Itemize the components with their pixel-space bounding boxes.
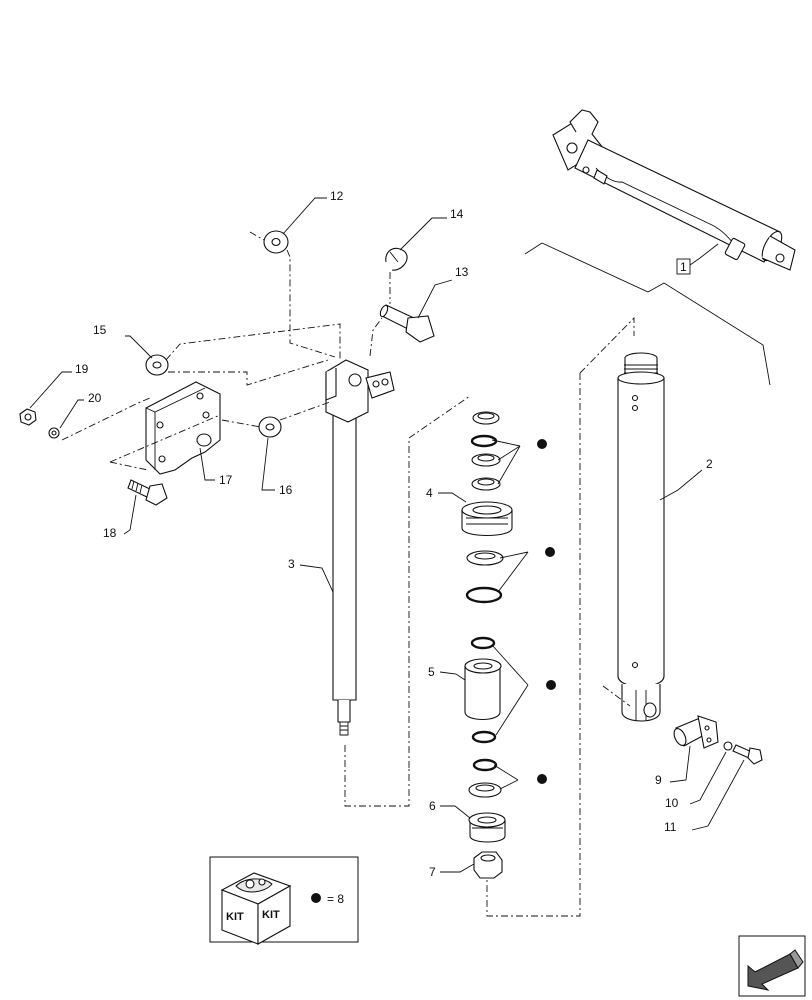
spring-clip-14	[385, 247, 408, 271]
cylinder-barrel	[617, 352, 665, 722]
washer-15	[145, 354, 169, 376]
washer-10	[723, 741, 733, 751]
kit-dot-2	[545, 547, 555, 557]
callout-2: 2	[706, 457, 713, 471]
callout-20: 20	[88, 391, 102, 405]
washer-20	[48, 427, 60, 439]
kit-dot-4	[537, 774, 547, 784]
o-ring-large	[465, 586, 503, 604]
callout-18: 18	[103, 526, 117, 540]
next-page-arrow-icon	[747, 949, 804, 991]
o-ring-lower	[472, 758, 498, 772]
assembled-cylinder	[552, 109, 796, 271]
seal-ring-d	[468, 782, 502, 798]
callout-13: 13	[455, 265, 469, 279]
kit-dot-1	[537, 439, 547, 449]
callout-7: 7	[429, 865, 436, 879]
callout-10: 10	[665, 796, 679, 810]
callout-16: 16	[279, 483, 293, 497]
kit-box-icon: KIT KIT	[220, 872, 292, 945]
callout-9: 9	[655, 773, 662, 787]
piston-5	[464, 658, 502, 721]
kit-legend: KIT KIT = 8	[209, 856, 359, 945]
nut-7	[473, 851, 503, 879]
next-page-arrow-button[interactable]	[738, 935, 806, 997]
bolt-11	[732, 744, 763, 765]
seal-ring-a	[471, 453, 501, 467]
pin-9	[673, 715, 719, 749]
clevis-pin-13	[379, 304, 435, 343]
bushing-6	[468, 812, 506, 843]
callout-11: 11	[664, 820, 677, 834]
o-ring-piston-top	[470, 636, 496, 650]
callout-5: 5	[428, 665, 435, 679]
mounting-plate-17	[145, 381, 221, 475]
callout-15: 15	[93, 323, 107, 337]
seal-ring-c	[466, 550, 504, 566]
kit-dot-3	[546, 680, 556, 690]
kit-label-right: KIT	[262, 909, 280, 921]
washer-16	[258, 416, 282, 438]
seal-ring-b	[471, 477, 501, 491]
callout-17: 17	[219, 473, 233, 487]
piston-rod	[325, 359, 395, 736]
wiper-ring-top	[472, 411, 500, 425]
kit-label-left: KIT	[226, 911, 244, 923]
gland-4	[461, 501, 513, 536]
bolt-18	[127, 479, 168, 506]
kit-legend-equals: = 8	[327, 892, 344, 906]
o-ring-top	[470, 434, 498, 448]
callout-19: 19	[75, 362, 89, 376]
callout-6: 6	[429, 799, 436, 813]
callout-box-1	[676, 258, 691, 275]
washer-12	[263, 230, 289, 254]
callout-4: 4	[426, 486, 433, 500]
callout-1: 1	[680, 260, 687, 274]
nut-19	[19, 408, 37, 426]
callout-14: 14	[450, 207, 464, 221]
o-ring-piston-bottom	[471, 730, 497, 744]
callout-3: 3	[288, 557, 295, 571]
kit-legend-dot	[311, 893, 321, 903]
callout-12: 12	[330, 189, 344, 203]
